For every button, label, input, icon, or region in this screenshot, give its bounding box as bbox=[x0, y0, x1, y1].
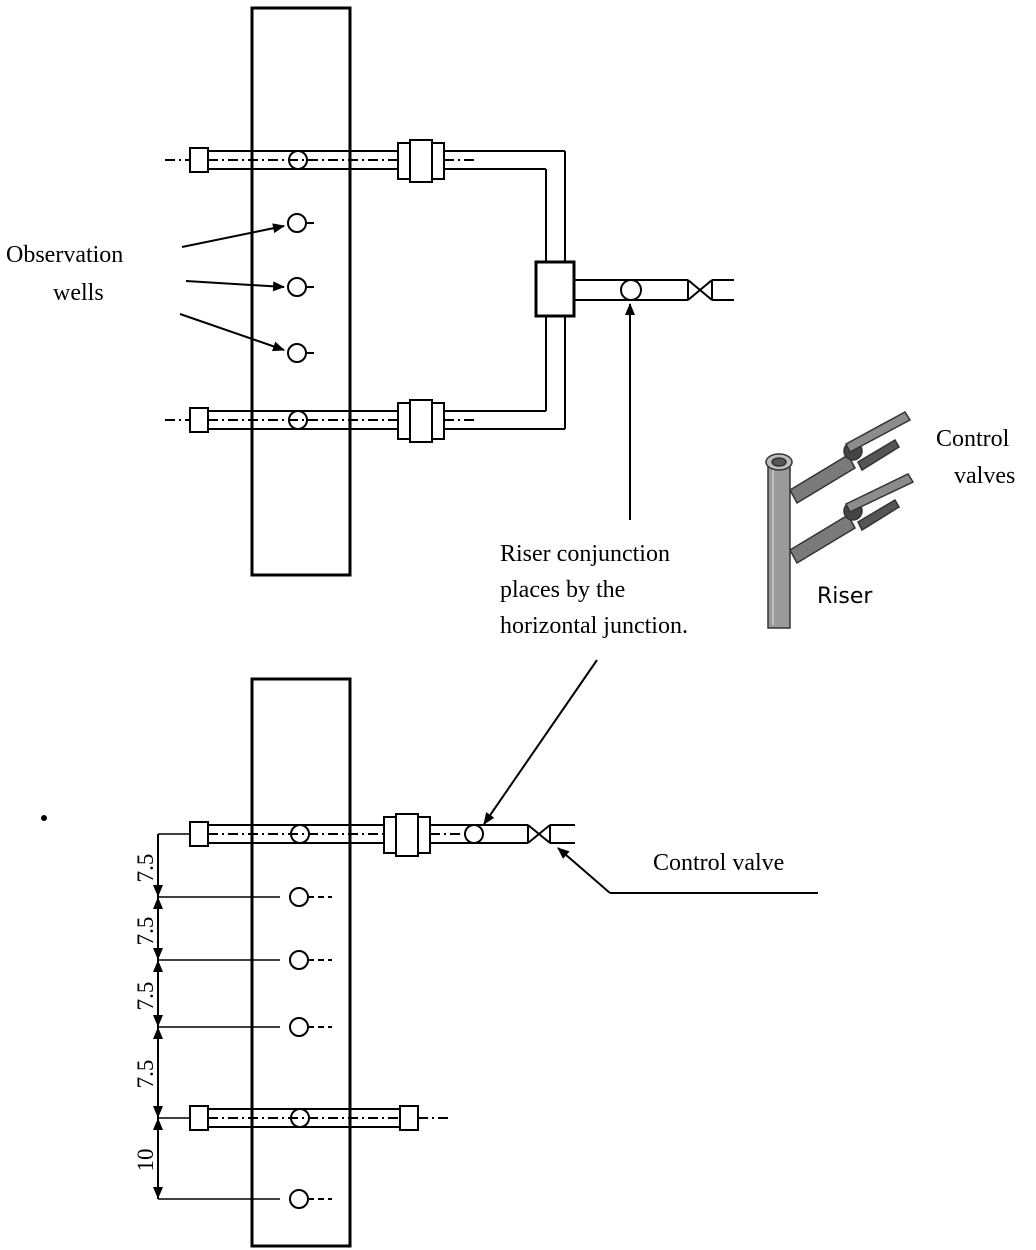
top-well-1 bbox=[288, 150, 308, 170]
observation-wells-label-line1: Observation bbox=[6, 242, 123, 268]
observation-wells-arrows bbox=[179, 223, 285, 352]
bottom-well-5 bbox=[290, 1108, 310, 1128]
control-valve-label: Control valve bbox=[653, 850, 784, 876]
bottom-well-3 bbox=[289, 950, 332, 970]
control-valves-label-line2: valves bbox=[954, 463, 1015, 489]
top-plan-view bbox=[165, 6, 734, 577]
observation-wells-label-line2: wells bbox=[53, 280, 104, 306]
top-outlet-pipe bbox=[574, 279, 734, 301]
top-well-5 bbox=[288, 410, 308, 430]
dimension-label-3: 7.5 bbox=[133, 982, 158, 1011]
bottom-control-valve-icon bbox=[527, 824, 551, 844]
riser-conjunction-label-line2: places by the bbox=[500, 577, 625, 603]
bottom-lower-pipe bbox=[189, 1105, 452, 1131]
control-valves-label-line1: Control bbox=[936, 426, 1010, 452]
bottom-well-1 bbox=[290, 824, 310, 844]
dimension-label-4: 7.5 bbox=[133, 1060, 158, 1089]
dimension-label-1: 7.5 bbox=[133, 854, 158, 883]
speck bbox=[41, 815, 47, 821]
bottom-well-6 bbox=[289, 1189, 332, 1209]
top-upper-pipe bbox=[165, 139, 566, 262]
dimension-arrowheads bbox=[153, 885, 163, 1199]
dimension-extension-lines bbox=[158, 833, 280, 1200]
top-lower-pipe bbox=[165, 316, 566, 443]
top-control-valve-icon bbox=[687, 279, 713, 301]
bottom-upper-pipe bbox=[189, 813, 575, 857]
control-valve-arrow bbox=[557, 847, 611, 894]
top-riser-circle bbox=[620, 279, 642, 301]
bottom-well-4 bbox=[289, 1017, 332, 1037]
top-well-3 bbox=[287, 277, 314, 297]
riser-label: Riser bbox=[817, 584, 873, 609]
top-junction-box bbox=[534, 260, 576, 318]
dimension-label-2: 7.5 bbox=[133, 917, 158, 946]
bottom-observation-wells bbox=[289, 824, 332, 1209]
bottom-wall bbox=[250, 677, 352, 1248]
riser-conjunction-label-line1: Riser conjunction bbox=[500, 541, 670, 567]
riser-photo bbox=[765, 411, 915, 629]
top-observation-wells bbox=[287, 150, 314, 430]
bottom-well-2 bbox=[289, 887, 332, 907]
dimension-label-5: 10 bbox=[133, 1149, 158, 1172]
top-wall bbox=[250, 6, 352, 577]
bottom-riser-circle bbox=[464, 824, 484, 844]
top-well-2 bbox=[287, 213, 314, 233]
riser-conjunction-arrow-down bbox=[483, 659, 598, 825]
bottom-section-view bbox=[153, 659, 818, 1248]
top-well-4 bbox=[287, 343, 314, 363]
riser-conjunction-label-line3: horizontal junction. bbox=[500, 613, 688, 639]
